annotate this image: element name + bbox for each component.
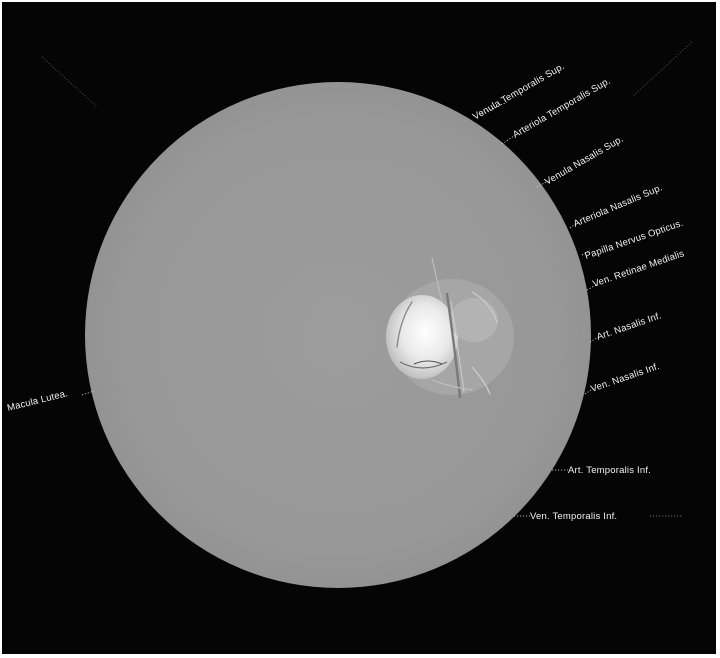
corner-line-left xyxy=(41,56,98,108)
label-venula-nasalis-sup: Venula Nasalis Sup. xyxy=(543,134,625,188)
fundus-disc xyxy=(85,82,591,588)
retinal-vessels xyxy=(396,257,498,399)
leader-venula-nasalis-sup xyxy=(536,179,551,188)
label-ven-nasalis-inf: Ven. Nasalis Inf. xyxy=(589,361,661,395)
leader-arteriola-temporalis-sup xyxy=(501,133,518,145)
label-macula-lutea: Macula Lutea. xyxy=(6,388,69,414)
label-art-nasalis-inf: Art. Nasalis Inf. xyxy=(595,310,663,342)
leader-ven-retinae xyxy=(586,283,599,291)
leader-ven-nasalis-inf xyxy=(584,387,595,395)
leader-art-nasalis-inf xyxy=(589,335,601,343)
label-arteriola-nasalis-sup: Arteriola Nasalis Sup. xyxy=(572,182,664,230)
label-ven-temporalis-inf: Ven. Temporalis Inf. xyxy=(530,511,617,522)
leader-macula xyxy=(81,390,95,396)
corner-line-right xyxy=(631,41,693,98)
label-art-temporalis-inf: Art. Temporalis Inf. xyxy=(568,465,651,476)
